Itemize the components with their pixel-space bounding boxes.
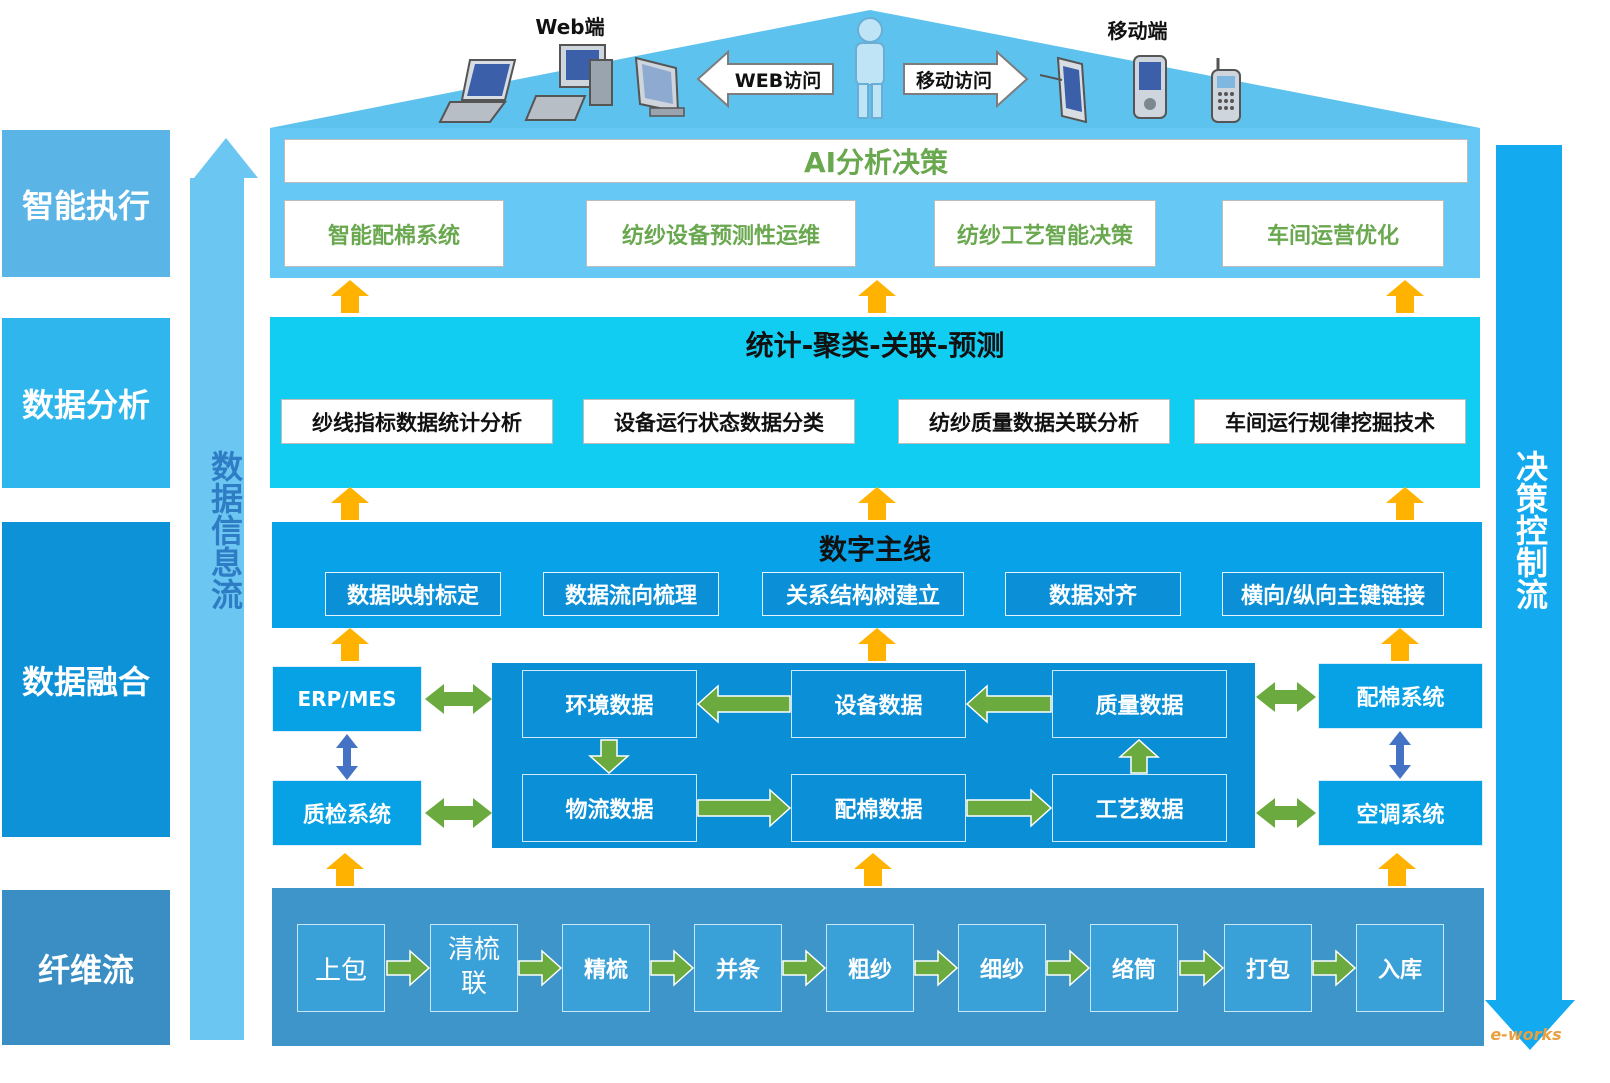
web-label: Web端 [535,14,605,39]
data-equipment: 设备数据 [791,670,966,738]
fiber-step-spinning: 细纱 [958,924,1046,1012]
up-arrow-6 [1386,487,1424,520]
up-arrow-10 [326,853,364,886]
ai-item-workshop-optimization: 车间运营优化 [1222,200,1444,267]
data-cotton: 配棉数据 [791,774,966,842]
analysis-title: 统计-聚类-关联-预测 [745,329,1005,362]
up-arrow-5 [858,487,896,520]
fiber-arrow-5 [914,949,959,987]
watermark-logo: e-works [1490,1024,1562,1044]
arrow-logistics-to-cotton [697,788,792,828]
double-arrow-cotton [1256,682,1316,712]
thread-item-flow-direction: 数据流向梳理 [543,572,719,616]
fiber-step-warehousing: 入库 [1356,924,1444,1012]
left-flow-label: 数据信息流 [206,450,244,610]
fiber-step-roving: 粗纱 [826,924,914,1012]
thread-item-mapping: 数据映射标定 [325,572,501,616]
up-arrow-8 [858,628,896,661]
data-environment: 环境数据 [522,670,697,738]
mobile-access-arrow [903,49,1029,109]
analysis-item-yarn-statistics: 纱线指标数据统计分析 [281,399,553,444]
fusion-hvac-system: 空调系统 [1318,780,1483,846]
fiber-step-drawing: 并条 [694,924,782,1012]
ai-title: AI分析决策 [284,139,1468,183]
ai-item-predictive-maintenance: 纺纱设备预测性运维 [586,200,856,267]
analysis-item-quality-correlation: 纺纱质量数据关联分析 [898,399,1170,444]
data-logistics: 物流数据 [522,774,697,842]
monitor-icon [634,56,685,117]
arrow-environment-to-logistics [588,739,630,775]
tablet-icon [1039,56,1088,124]
data-quality: 质量数据 [1052,670,1227,738]
fiber-arrow-7 [1179,949,1225,987]
arrow-cotton-to-process [966,788,1053,828]
fiber-arrow-8 [1312,949,1357,987]
right-flow-label: 决策控制流 [1511,450,1549,610]
fusion-quality-inspection: 质检系统 [272,780,422,846]
fiber-arrow-4 [782,949,827,987]
mobile-access-label: 移动访问 [915,69,992,92]
mobile-label: 移动端 [1107,18,1168,43]
analysis-item-workshop-mining: 车间运行规律挖掘技术 [1194,399,1466,444]
up-arrow-3 [1386,280,1424,313]
up-arrow-11 [854,853,892,886]
double-arrow-erp [425,684,492,714]
double-arrow-cotton-hvac [1389,731,1411,779]
fiber-arrow-2 [518,949,563,987]
analysis-item-equipment-classification: 设备运行状态数据分类 [583,399,855,444]
fiber-step-packing: 打包 [1224,924,1312,1012]
double-arrow-erp-qc [336,734,358,780]
fiber-arrow-3 [650,949,695,987]
web-access-label: WEB访问 [734,69,822,92]
thread-item-key-linking: 横向/纵向主键链接 [1222,572,1444,616]
side-label-data-analysis: 数据分析 [2,318,170,488]
side-label-smart-execution: 智能执行 [2,130,170,277]
arrow-quality-to-equipment [965,684,1052,724]
fusion-cotton-system: 配棉系统 [1318,663,1483,729]
fusion-erp-mes: ERP/MES [272,666,422,732]
data-process: 工艺数据 [1052,774,1227,842]
fiber-arrow-1 [386,949,431,987]
double-arrow-qc [425,798,492,828]
person-icon [855,17,885,119]
laptop-icon [438,59,517,123]
side-label-fiber-flow: 纤维流 [2,890,170,1045]
digital-thread-title: 数字主线 [818,533,931,566]
fiber-arrow-6 [1046,949,1091,987]
web-access-arrow [696,49,834,109]
up-arrow-12 [1378,853,1416,886]
up-arrow-1 [331,280,369,313]
ai-item-cotton-blending: 智能配棉系统 [284,200,504,267]
pda-icon [1133,55,1167,119]
up-arrow-2 [858,280,896,313]
arrow-equipment-to-environment [696,684,791,724]
thread-item-alignment: 数据对齐 [1005,572,1181,616]
fiber-step-combing: 精梳 [562,924,650,1012]
fiber-step-blowing-carding: 清梳联 [430,924,518,1012]
thread-item-structure-tree: 关系结构树建立 [762,572,964,616]
up-arrow-7 [331,628,369,661]
up-arrow-9 [1381,628,1419,661]
fiber-step-winding: 络筒 [1090,924,1178,1012]
double-arrow-hvac [1256,798,1316,828]
desktop-computer-icon [524,44,613,121]
cellphone-icon [1211,58,1241,123]
arrow-process-to-quality [1118,738,1160,774]
ai-item-process-decision: 纺纱工艺智能决策 [934,200,1156,267]
fiber-step-bale-feeding: 上包 [297,924,385,1012]
side-label-data-fusion: 数据融合 [2,522,170,837]
up-arrow-4 [331,487,369,520]
